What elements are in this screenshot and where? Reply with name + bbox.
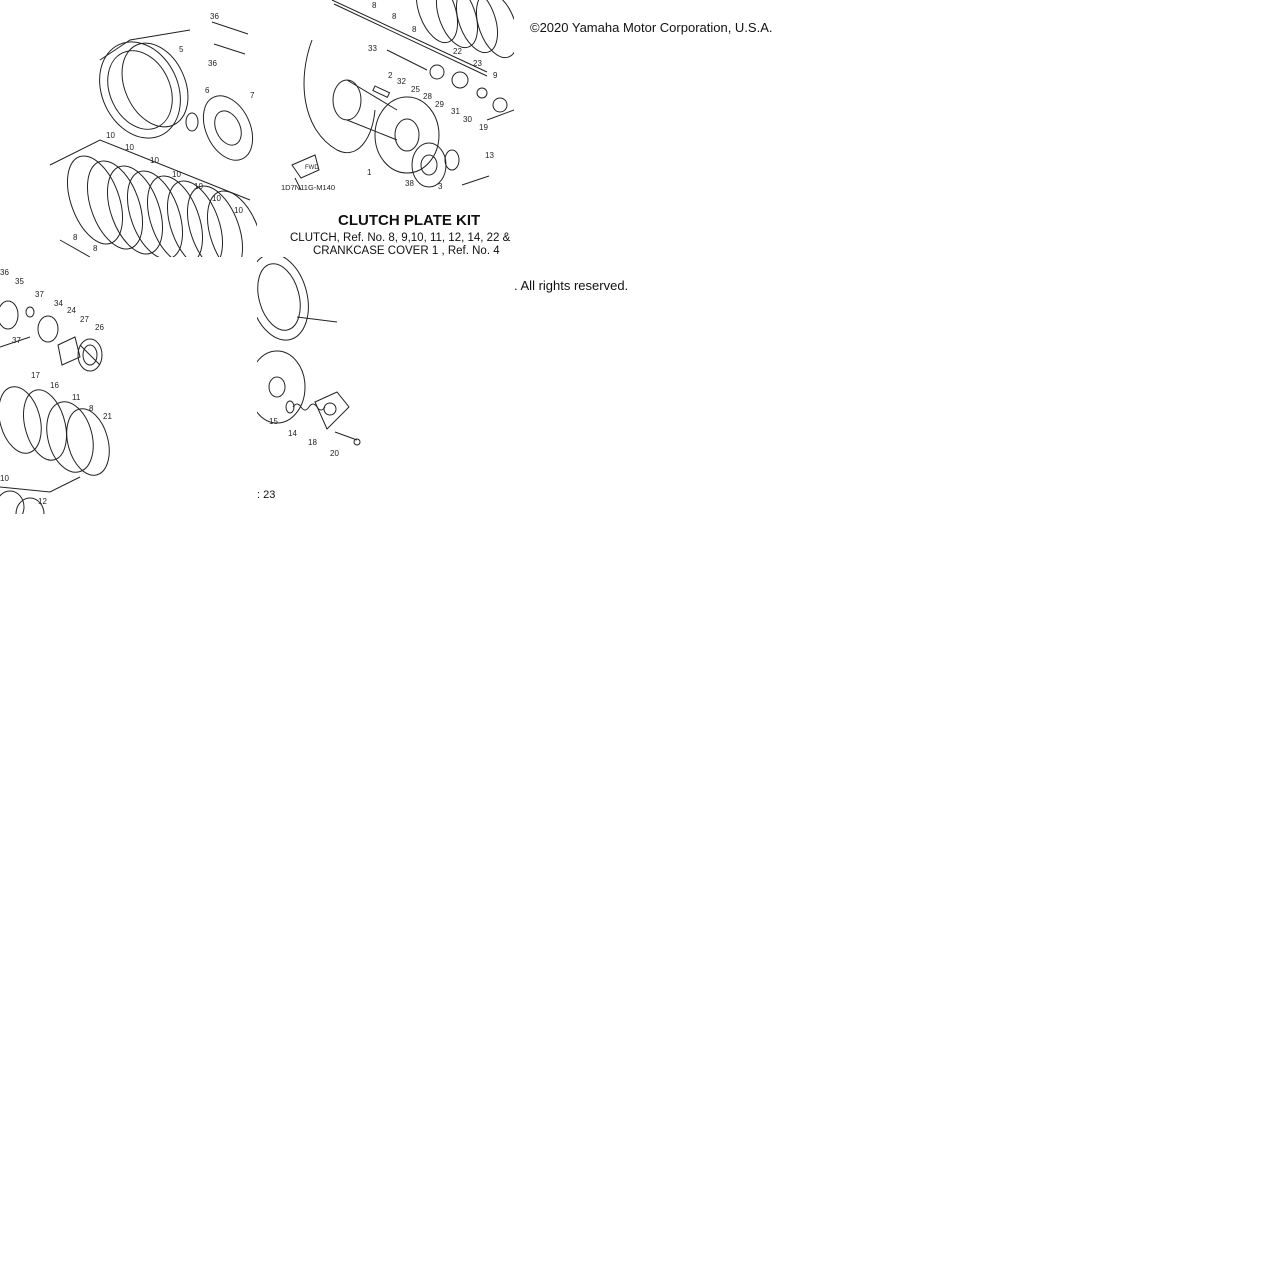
callout: 16 bbox=[50, 381, 59, 390]
bearings-drawing bbox=[0, 300, 110, 514]
callout: 36 bbox=[0, 268, 9, 277]
callout: 14 bbox=[288, 429, 297, 438]
callout: 26 bbox=[95, 323, 104, 332]
diagram-code: 1D7N11G-M140 bbox=[281, 183, 336, 192]
callout: 7 bbox=[250, 91, 255, 100]
callout: 8 bbox=[73, 233, 78, 242]
callout: 17 bbox=[31, 371, 40, 380]
parts-subtitle-line1: CLUTCH, Ref. No. 8, 9,10, 11, 12, 14, 22… bbox=[290, 232, 511, 244]
diagram-tile-clutch-housing: 36 5 36 6 7 10 10 10 10 10 10 10 8 8 bbox=[0, 0, 257, 257]
callout: 28 bbox=[423, 92, 432, 101]
callout: 10 bbox=[106, 131, 115, 140]
callout: 13 bbox=[485, 151, 494, 160]
callout: 19 bbox=[479, 123, 488, 132]
callout: 22 bbox=[453, 47, 462, 56]
callout: 6 bbox=[205, 86, 210, 95]
callout: 37 bbox=[35, 290, 44, 299]
callout: 10 bbox=[125, 143, 134, 152]
callout: 36 bbox=[208, 59, 217, 68]
callout: 12 bbox=[38, 497, 47, 506]
copyright-tile: ©2020 Yamaha Motor Corporation, U.S.A. bbox=[514, 0, 814, 60]
callout: 33 bbox=[368, 44, 377, 53]
diagram-tile-primary-drive: FWD 8 8 8 33 22 23 9 2 32 25 28 29 31 30… bbox=[257, 0, 514, 257]
diagram-tile-cover: 15 14 18 20 bbox=[257, 257, 514, 514]
callout: 24 bbox=[67, 306, 76, 315]
callout: 21 bbox=[103, 412, 112, 421]
callout: 32 bbox=[397, 77, 406, 86]
callout: 10 bbox=[212, 194, 221, 203]
callout: 8 bbox=[392, 12, 397, 21]
callout: 10 bbox=[150, 156, 159, 165]
parts-subtitle-line2: CRANKCASE COVER 1 , Ref. No. 4 bbox=[313, 245, 500, 257]
callout: 37 bbox=[12, 336, 21, 345]
callout: 1 bbox=[367, 168, 372, 177]
diagram-tile-bearings: 36 35 37 34 24 27 26 37 17 16 11 8 21 10… bbox=[0, 257, 257, 514]
rights-text: . All rights reserved. bbox=[514, 278, 629, 293]
page-title: CLUTCH PLATE KIT bbox=[338, 212, 481, 229]
callout: 2 bbox=[388, 71, 393, 80]
callout: 11 bbox=[72, 393, 81, 402]
callout: 8 bbox=[89, 404, 94, 413]
callout: 3 bbox=[438, 182, 443, 191]
callout: 8 bbox=[372, 1, 377, 10]
callout: 15 bbox=[269, 417, 278, 426]
callout: 34 bbox=[54, 299, 63, 308]
callout: 38 bbox=[405, 179, 414, 188]
callout: 5 bbox=[179, 45, 184, 54]
callout: 10 bbox=[194, 182, 203, 191]
callout: 27 bbox=[80, 315, 89, 324]
callout: 30 bbox=[463, 115, 472, 124]
callout: 23 bbox=[473, 59, 482, 68]
callout: 18 bbox=[308, 438, 317, 447]
callout: 10 bbox=[172, 170, 181, 179]
callout: 8 bbox=[93, 244, 98, 253]
callout: 20 bbox=[330, 449, 339, 458]
primary-drive-drawing: FWD bbox=[291, 0, 514, 191]
callout: 29 bbox=[435, 100, 444, 109]
copyright-text: ©2020 Yamaha Motor Corporation, U.S.A. bbox=[530, 20, 773, 35]
fwd-label: FWD bbox=[305, 165, 319, 171]
cover-drawing bbox=[257, 257, 361, 446]
page-number-fragment: : 23 bbox=[257, 489, 276, 501]
callout: 8 bbox=[412, 25, 417, 34]
callout: 10 bbox=[0, 474, 9, 483]
callout: 9 bbox=[493, 71, 498, 80]
callout: 35 bbox=[15, 277, 24, 286]
rights-tile: . All rights reserved. bbox=[514, 257, 714, 297]
callout: 10 bbox=[234, 206, 243, 215]
clutch-housing-drawing bbox=[49, 21, 257, 257]
callout: 25 bbox=[411, 85, 420, 94]
callout: 31 bbox=[451, 107, 460, 116]
callout: 36 bbox=[210, 12, 219, 21]
